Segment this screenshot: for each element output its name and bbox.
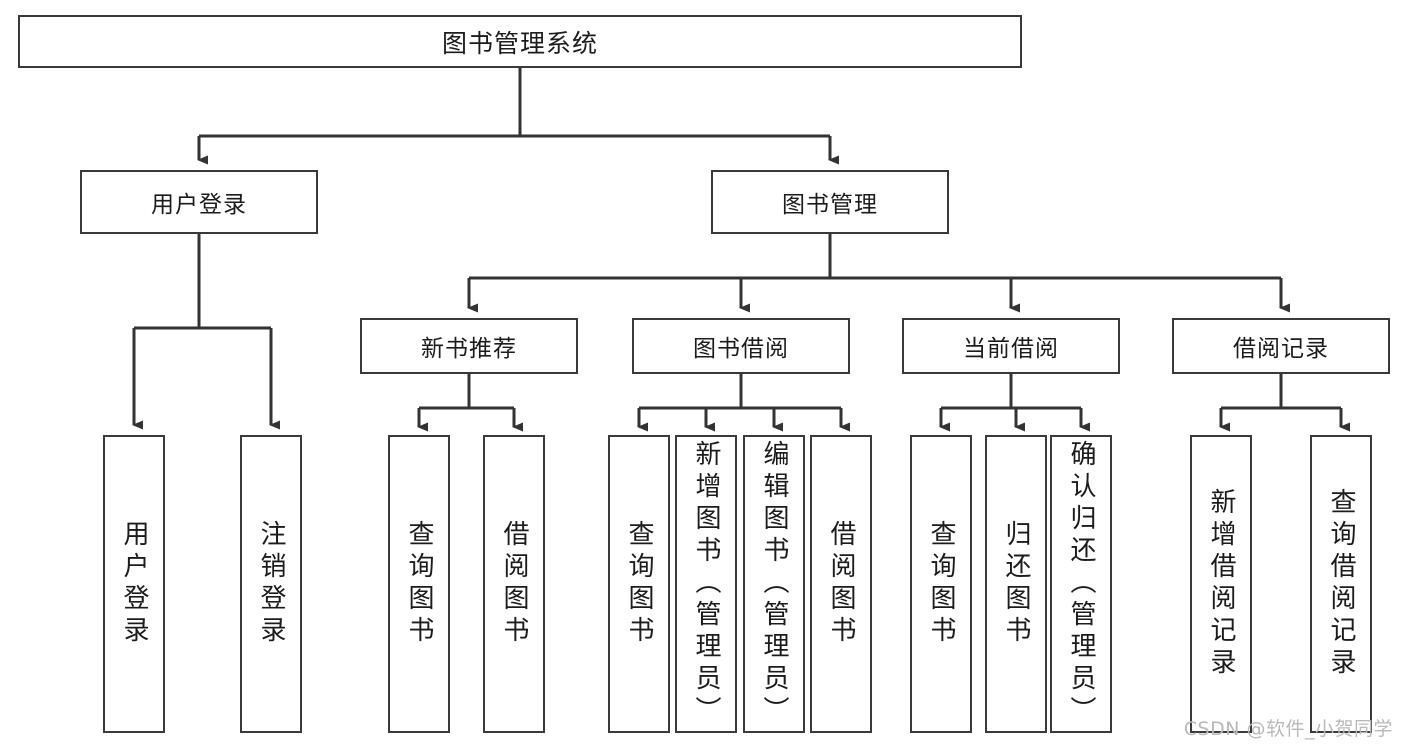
node-borrow-record[interactable]: 借阅记录 — [1172, 318, 1390, 374]
leaf-query-book-3-label: 查询图书 — [926, 520, 957, 648]
leaf-borrow-book-2-label: 借阅图书 — [826, 520, 857, 648]
node-book-manage-label: 图书管理 — [782, 192, 878, 218]
leaf-add-record-label: 新增借阅记录 — [1206, 488, 1237, 680]
leaf-query-book-2[interactable]: 查询图书 — [608, 435, 670, 733]
node-book-borrow[interactable]: 图书借阅 — [632, 318, 850, 374]
node-new-book-rec[interactable]: 新书推荐 — [360, 318, 578, 374]
leaf-user-login[interactable]: 用户登录 — [103, 435, 165, 733]
leaf-query-book-3[interactable]: 查询图书 — [910, 435, 972, 733]
leaf-query-record[interactable]: 查询借阅记录 — [1310, 435, 1372, 733]
leaf-add-book-label: 新增图书（管理员） — [691, 440, 722, 728]
leaf-add-book[interactable]: 新增图书（管理员） — [675, 435, 737, 733]
node-user-login-label: 用户登录 — [151, 192, 247, 218]
leaf-logout-label: 注销登录 — [256, 520, 287, 648]
node-user-login[interactable]: 用户登录 — [80, 170, 318, 234]
node-book-manage[interactable]: 图书管理 — [711, 170, 949, 234]
leaf-query-book-2-label: 查询图书 — [624, 520, 655, 648]
leaf-logout[interactable]: 注销登录 — [240, 435, 302, 733]
leaf-user-login-label: 用户登录 — [119, 520, 150, 648]
leaf-borrow-book-1[interactable]: 借阅图书 — [483, 435, 545, 733]
leaf-borrow-book-2[interactable]: 借阅图书 — [810, 435, 872, 733]
node-book-borrow-label: 图书借阅 — [693, 336, 789, 362]
leaf-borrow-book-1-label: 借阅图书 — [499, 520, 530, 648]
node-current-borrow-label: 当前借阅 — [963, 336, 1059, 362]
watermark: CSDN @软件_小贺同学 — [1183, 718, 1393, 740]
node-new-book-rec-label: 新书推荐 — [421, 336, 517, 362]
node-root-label: 图书管理系统 — [441, 28, 598, 58]
node-current-borrow[interactable]: 当前借阅 — [902, 318, 1120, 374]
leaf-query-book-1[interactable]: 查询图书 — [388, 435, 450, 733]
leaf-query-book-1-label: 查询图书 — [404, 520, 435, 648]
leaf-confirm-return-label: 确认归还（管理员） — [1066, 440, 1097, 728]
leaf-return-book[interactable]: 归还图书 — [985, 435, 1047, 733]
node-root[interactable]: 图书管理系统 — [18, 15, 1022, 68]
leaf-edit-book[interactable]: 编辑图书（管理员） — [743, 435, 805, 733]
leaf-query-record-label: 查询借阅记录 — [1326, 488, 1357, 680]
leaf-add-record[interactable]: 新增借阅记录 — [1190, 435, 1252, 733]
leaf-confirm-return[interactable]: 确认归还（管理员） — [1050, 435, 1112, 733]
leaf-edit-book-label: 编辑图书（管理员） — [759, 440, 790, 728]
node-borrow-record-label: 借阅记录 — [1233, 336, 1329, 362]
leaf-return-book-label: 归还图书 — [1001, 520, 1032, 648]
